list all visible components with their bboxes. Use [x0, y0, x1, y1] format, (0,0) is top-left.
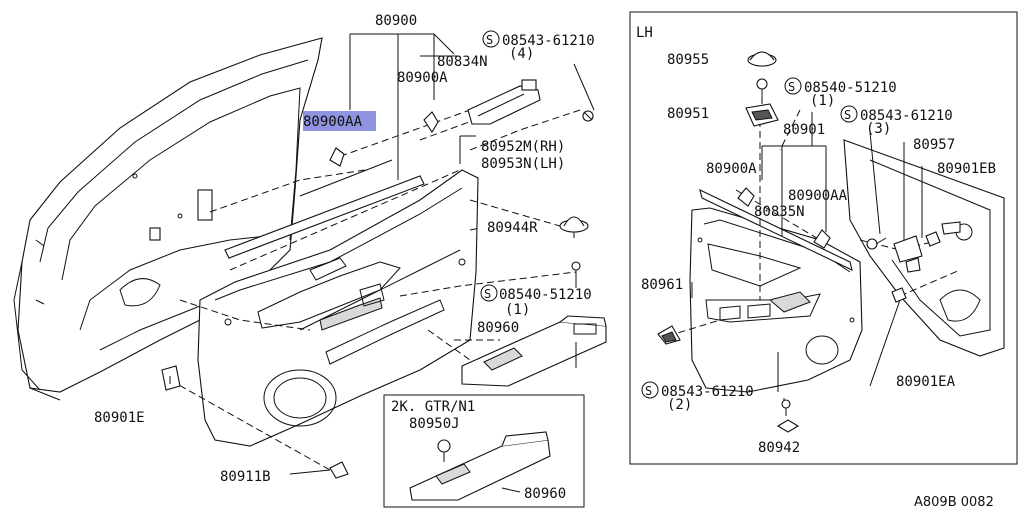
label-80951: 80951 — [667, 106, 709, 122]
screw-08540-main — [571, 261, 581, 288]
lh-clip-80942 — [776, 419, 800, 433]
lh-part-80961 — [657, 325, 681, 345]
label-80961: 80961 — [641, 277, 683, 293]
lh-bracket-80957 — [893, 235, 923, 273]
label-08543-bottom-qty: (2) — [667, 397, 692, 413]
label-08540-lh: 08540-51210 — [804, 80, 897, 96]
screw-symbol-08540-main — [480, 284, 498, 302]
label-80834n: 80834N — [437, 54, 488, 70]
screw-symbol-letter-08543-lh: S — [844, 108, 851, 122]
label-80955: 80955 — [667, 52, 709, 68]
lh-escutcheon-80951 — [745, 103, 779, 127]
lh-door-panel — [843, 139, 1005, 357]
label-08543-top: 08543-61210 — [502, 33, 595, 49]
clip-80900a — [329, 111, 439, 167]
clip-80944r — [559, 216, 589, 238]
lh-clip-80901ea — [891, 287, 907, 303]
label-80900a-lh: 80900A — [706, 161, 757, 177]
label-80953n: 80953N(LH) — [481, 156, 565, 172]
lh-screw-08540 — [756, 78, 768, 104]
lh-trim-panel — [689, 188, 863, 393]
screw-symbol-letter-08540-lh: S — [788, 80, 795, 94]
label-80950j: 80950J — [409, 416, 460, 432]
label-80957: 80957 — [913, 137, 955, 153]
inset-box-gtr — [383, 394, 585, 508]
label-80911b: 80911B — [220, 469, 271, 485]
screw-symbol-letter-08540-main: S — [484, 287, 491, 301]
label-08543-top-qty: (4) — [509, 46, 534, 62]
lh-screw-08543-3 — [866, 237, 887, 250]
label-08543-lh-qty: (3) — [866, 121, 891, 137]
screw-08543-top — [573, 63, 595, 122]
lh-box — [629, 11, 1018, 465]
screw-symbol-letter-08543-top: S — [486, 33, 493, 47]
screw-symbol-letter-08543-bottom: S — [645, 384, 652, 398]
label-80901eb: 80901EB — [937, 161, 996, 177]
labels: 80900 80834N 80900A 80900AA 80952M(RH) 8… — [94, 13, 996, 510]
screw-symbol-08543-lh — [840, 105, 858, 123]
lh-screw-08543-2 — [781, 399, 791, 416]
screw-symbol-08543-top — [482, 30, 500, 48]
label-80900aa-lh: 80900AA — [788, 188, 848, 204]
screw-80911b — [289, 461, 349, 479]
door-trim-panel — [197, 169, 479, 447]
label-80900aa-main: 80900AA — [303, 114, 363, 130]
label-08543-bottom: 08543-61210 — [661, 384, 754, 400]
label-80942: 80942 — [758, 440, 800, 456]
label-80900: 80900 — [375, 13, 417, 29]
screw-symbol-08540-lh — [784, 77, 802, 95]
belt-molding-strip — [224, 159, 425, 259]
label-80835n: 80835N — [754, 204, 805, 220]
label-lh: LH — [636, 25, 653, 41]
highlight-80900aa — [303, 111, 376, 131]
door-inner-panel — [13, 37, 323, 401]
label-08540-main-qty: (1) — [505, 302, 530, 318]
lh-clip-80901eb — [925, 221, 961, 247]
label-80901ea: 80901EA — [896, 374, 956, 390]
label-08540-lh-qty: (1) — [810, 93, 835, 109]
label-80901e: 80901E — [94, 410, 145, 426]
label-80952m: 80952M(RH) — [481, 139, 565, 155]
lh-cap-80955 — [747, 51, 777, 67]
lh-clip-80900aa — [813, 229, 831, 249]
screw-symbol-08543-bottom — [641, 381, 659, 399]
leader-lines-main — [169, 33, 581, 471]
label-08540-main: 08540-51210 — [499, 287, 592, 303]
bracket-80952m — [467, 79, 541, 125]
label-80960-main: 80960 — [477, 320, 519, 336]
clip-80901e — [161, 365, 181, 391]
switch-bezel-80960-main — [461, 315, 607, 387]
label-80944r: 80944R — [487, 220, 538, 236]
lh-clip-80900a — [737, 187, 755, 207]
label-80960-inset: 80960 — [524, 486, 566, 502]
label-inset-title: 2K. GTR/N1 — [391, 399, 475, 415]
label-80900a-main: 80900A — [397, 70, 448, 86]
diagram-code: A809B 0082 — [914, 495, 994, 510]
label-80901: 80901 — [783, 122, 825, 138]
label-08543-lh: 08543-61210 — [860, 108, 953, 124]
